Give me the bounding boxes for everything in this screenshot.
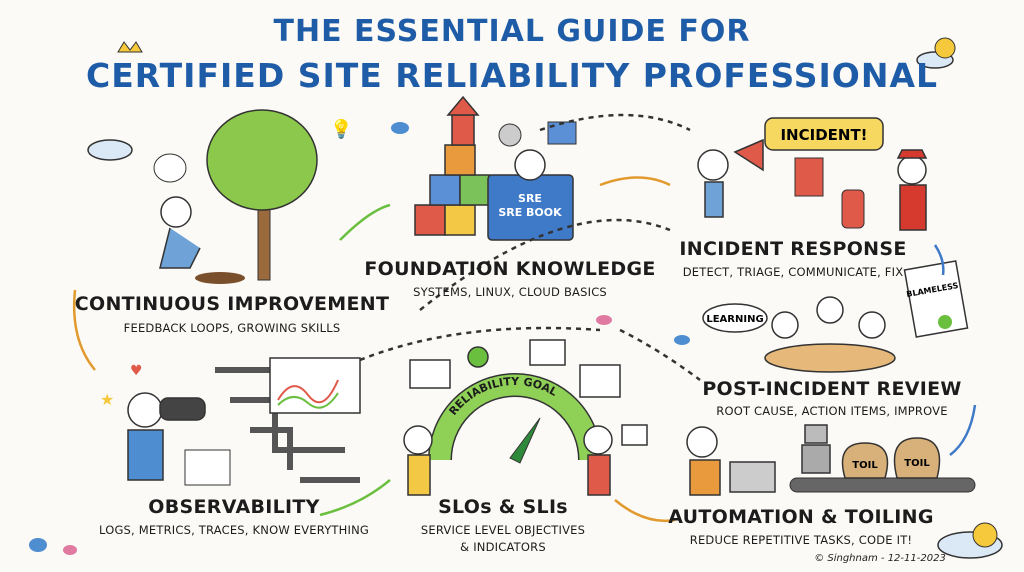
conveyor-belt (789, 477, 976, 493)
post-incident-review-subtitle: ROOT CAUSE, ACTION ITEMS, IMPROVE (716, 404, 948, 418)
sun-icon (934, 37, 956, 59)
heart-icon: ♥ (130, 363, 143, 379)
observability-subtitle: LOGS, METRICS, TRACES, KNOW EVERYTHING (98, 523, 370, 537)
toil-label: TOIL (852, 460, 878, 471)
incident-response-subtitle: DETECT, TRIAGE, COMMUNICATE, FIX (682, 265, 904, 279)
building-blocks (414, 95, 491, 236)
tree-illustration (195, 109, 318, 284)
incident-response-heading: INCIDENT RESPONSE (679, 238, 907, 260)
responder-person (697, 138, 764, 218)
toil-label: TOIL (904, 458, 930, 469)
foundation-knowledge-heading: FOUNDATION KNOWLEDGE (364, 258, 656, 280)
blameless-document: BLAMELESS (903, 260, 969, 338)
star-icon: ★ (100, 390, 114, 409)
sre-book: SRE SRE BOOK (487, 174, 574, 241)
bird-icon (29, 122, 690, 552)
learning-bubble: LEARNING (702, 303, 768, 333)
person-laptop (686, 426, 776, 496)
firefighter (896, 149, 928, 231)
slo-people (403, 425, 613, 496)
observability-heading: OBSERVABILITY (148, 496, 320, 518)
automation-toiling-heading: AUTOMATION & TOILING (668, 506, 934, 528)
person-binoculars (127, 392, 206, 481)
robot-icon (801, 424, 831, 474)
page-title-line2: CERTIFIED SITE RELIABILITY PROFESSIONAL (85, 56, 939, 95)
lightbulb-icon: 💡 (330, 118, 352, 140)
foundation-knowledge-subtitle: SYSTEMS, LINUX, CLOUD BASICS (413, 285, 607, 299)
review-team (764, 296, 896, 373)
signature: © Singhnam - 12-11-2023 (814, 553, 946, 564)
megaphone-icon (733, 138, 764, 172)
crown-icon (117, 41, 143, 53)
person-planting (159, 196, 201, 269)
continuous-improvement-heading: CONTINUOUS IMPROVEMENT (74, 293, 390, 315)
incident-bubble-text: INCIDENT! (780, 126, 867, 144)
monitor-dashboard (269, 357, 361, 414)
book-icon (547, 121, 577, 145)
binoculars-icon (159, 397, 206, 421)
reliability-gauge: RELIABILITY GOAL (428, 373, 602, 464)
fire-hydrant-icon (841, 189, 865, 229)
alarm-box-icon (794, 157, 824, 197)
learning-bubble-text: LEARNING (706, 314, 763, 325)
log-chart (184, 449, 231, 486)
post-incident-review-heading: POST-INCIDENT REVIEW (702, 378, 962, 400)
metric-charts (409, 339, 648, 446)
laptop-icon (729, 461, 776, 493)
page-title-line1: THE ESSENTIAL GUIDE FOR (273, 14, 751, 49)
bird-icon (596, 315, 612, 325)
automation-toiling-subtitle: REDUCE REPETITIVE TASKS, CODE IT! (689, 533, 913, 547)
toil-bags: TOIL TOIL (841, 437, 941, 479)
bird-icon (63, 545, 77, 555)
flow-arrows (72, 113, 977, 522)
slos-slis-subtitle: SERVICE LEVEL OBJECTIVES (420, 523, 586, 537)
continuous-improvement-subtitle: FEEDBACK LOOPS, GROWING SKILLS (123, 321, 341, 335)
slos-slis-heading: SLOs & SLIs (438, 496, 568, 518)
incident-bubble: INCIDENT! (764, 117, 884, 151)
speech-bubble-sprout (153, 153, 187, 183)
person-reading (514, 149, 546, 181)
sun-icon (972, 522, 998, 548)
slos-slis-subtitle-2: & INDICATORS (460, 540, 546, 554)
sre-book-label: SRE (518, 192, 542, 205)
sre-book-label-full: SRE BOOK (498, 206, 562, 219)
gear-icon (498, 123, 522, 147)
